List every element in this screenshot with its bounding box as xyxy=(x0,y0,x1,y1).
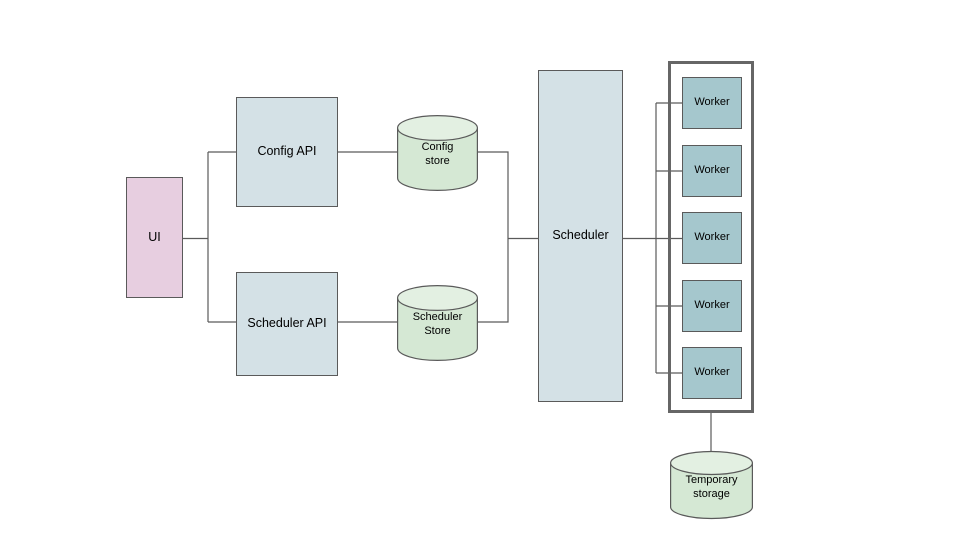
node-worker-4-label: Worker xyxy=(694,299,730,312)
node-ui-label: UI xyxy=(148,229,161,244)
cylinder-shape xyxy=(396,115,479,191)
node-scheduler-api-label: Scheduler API xyxy=(247,316,327,331)
node-scheduler[interactable]: Scheduler xyxy=(538,70,623,402)
node-scheduler-label: Scheduler xyxy=(552,228,609,243)
node-worker-group[interactable] xyxy=(668,61,754,413)
node-temporary-storage-label: Temporary storage xyxy=(685,474,738,500)
node-worker-1[interactable]: Worker xyxy=(682,77,742,129)
node-config-api-label: Config API xyxy=(257,144,317,159)
node-worker-1-label: Worker xyxy=(694,96,730,109)
node-config-api[interactable]: Config API xyxy=(236,97,338,207)
node-config-store-label: Config store xyxy=(421,141,454,167)
node-temporary-storage[interactable]: Temporary storage xyxy=(669,450,754,520)
node-worker-3-label: Worker xyxy=(694,231,730,244)
node-worker-2[interactable]: Worker xyxy=(682,145,742,197)
node-worker-4[interactable]: Worker xyxy=(682,280,742,332)
node-config-store[interactable]: Config store xyxy=(396,115,479,191)
node-scheduler-store-label: Scheduler Store xyxy=(412,311,463,337)
node-worker-5[interactable]: Worker xyxy=(682,347,742,399)
edge-scheduler-store-to-scheduler xyxy=(478,238,509,323)
node-ui[interactable]: UI xyxy=(126,177,183,298)
cylinder-shape xyxy=(669,450,754,520)
node-worker-5-label: Worker xyxy=(694,366,730,379)
edge-config-store-to-scheduler xyxy=(478,151,509,239)
cylinder-shape xyxy=(396,285,479,361)
node-worker-2-label: Worker xyxy=(694,164,730,177)
node-scheduler-api[interactable]: Scheduler API xyxy=(236,272,338,376)
node-scheduler-store[interactable]: Scheduler Store xyxy=(396,285,479,361)
node-worker-3[interactable]: Worker xyxy=(682,212,742,264)
